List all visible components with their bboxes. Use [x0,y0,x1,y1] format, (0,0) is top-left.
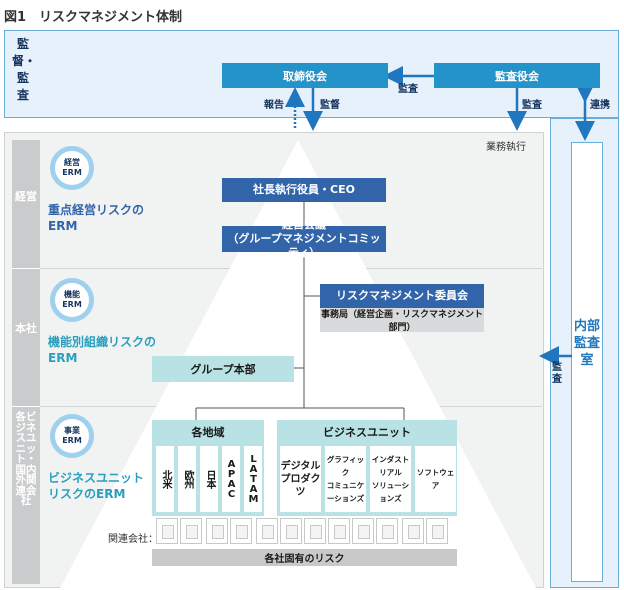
sidebar-divider [12,406,40,407]
erm-circle-jigyou: 事業 ERM [50,414,94,458]
management-meeting-line2: （グループマネジメントコミッティ） [227,232,381,259]
internal-audit-box [571,142,603,582]
region-item: 欧州 [178,446,196,512]
building-icon [156,518,178,544]
entity-specific-risk-bar: 各社固有のリスク [152,549,457,566]
affiliates-label: 関連会社： [108,534,158,545]
audit-label-exec: 監査 [522,100,542,111]
sidebar-label-honsha: 本社 [15,322,37,335]
sidebar-divider [12,268,40,269]
sidebar-label-units: 各ビジネスユニット・国内外関連会社 [15,411,37,507]
region-item: LATAM [244,446,262,512]
building-icon [304,518,326,544]
audit-board-box: 監査役会 [434,63,600,88]
erm-circle-label: ERM [62,436,82,445]
business-units-row: デジタルプロダクツグラフィックコミュニケーションズインダストリアルソリューション… [280,446,456,512]
building-icon [280,518,302,544]
audit-label-internal: 監査 [552,362,562,385]
risk-committee-box: リスクマネジメント委員会 [320,284,484,308]
report-label: 報告 [264,100,284,111]
building-icon [376,518,398,544]
erm-title-line: 重点経営リスクの [48,203,145,217]
supervision-audit-label: 監督・監査 [12,37,37,102]
erm-circle-kinou: 機能 ERM [50,278,94,322]
erm-circle-label: 経営 [64,158,80,167]
supervise-label: 監督 [320,100,340,111]
building-icon [328,518,350,544]
erm-title-kinou: 機能別組織リスクの ERM [48,334,156,366]
business-unit-line: グラフィック [326,455,365,477]
business-unit-item: インダストリアルソリューションズ [370,446,411,512]
group-hq-box: グループ本部 [152,356,294,382]
erm-circle-keiei: 経営 ERM [50,146,94,190]
business-unit-line: デジタル [280,460,321,472]
business-execution-label: 業務執行 [486,142,526,153]
region-item: 北米 [156,446,174,512]
regions-header: 各地域 [191,426,225,439]
erm-title-keiei: 重点経営リスクの ERM [48,202,144,234]
erm-title-line: リスクのERM [48,487,126,501]
affiliates-row [152,518,457,546]
building-icon [256,518,278,544]
sidebar-label-keiei: 経営 [15,190,37,203]
risk-office-box: 事務局（経営企画・リスクマネジメント部門） [320,308,484,333]
business-units-header: ビジネスユニット [323,426,411,439]
board-of-directors-box: 取締役会 [222,63,388,88]
business-unit-line: インダストリアル [371,455,410,477]
erm-circle-label: ERM [62,168,82,177]
business-unit-item: デジタルプロダクツ [280,446,321,512]
internal-audit-label: 内部監査室 [573,319,600,368]
business-unit-line: ソフトウェア [416,468,455,490]
level-sidebar [12,140,40,584]
region-item: APAC [222,446,240,512]
erm-circle-label: 事業 [64,426,80,435]
ceo-box: 社長執行役員・CEO [222,178,386,202]
erm-title-jigyou: ビジネスユニット リスクのERM [48,470,144,502]
building-icon [230,518,252,544]
business-unit-item: グラフィックコミュニケーションズ [325,446,366,512]
erm-title-line: ERM [48,351,78,365]
building-icon [402,518,424,544]
erm-circle-label: 機能 [64,290,80,299]
building-icon [426,518,448,544]
building-icon [352,518,374,544]
business-unit-line: プロダクツ [280,473,321,498]
management-meeting-line1: 経営会議 [282,218,326,231]
erm-title-line: ビジネスユニット [48,471,145,485]
management-meeting-box: 経営会議 （グループマネジメントコミッティ） [222,218,386,259]
erm-title-line: 機能別組織リスクの [48,335,157,349]
building-icon [206,518,228,544]
audit-label-board: 監査 [398,84,418,95]
business-unit-line: ソリューションズ [371,481,410,503]
region-item: 日本 [200,446,218,512]
business-unit-item: ソフトウェア [415,446,456,512]
erm-title-line: ERM [48,219,78,233]
coordination-label: 連携 [590,100,610,111]
business-unit-line: コミュニケーションズ [326,481,365,503]
erm-circle-label: ERM [62,300,82,309]
building-icon [180,518,202,544]
figure-title: 図1 リスクマネジメント体制 [4,10,183,25]
